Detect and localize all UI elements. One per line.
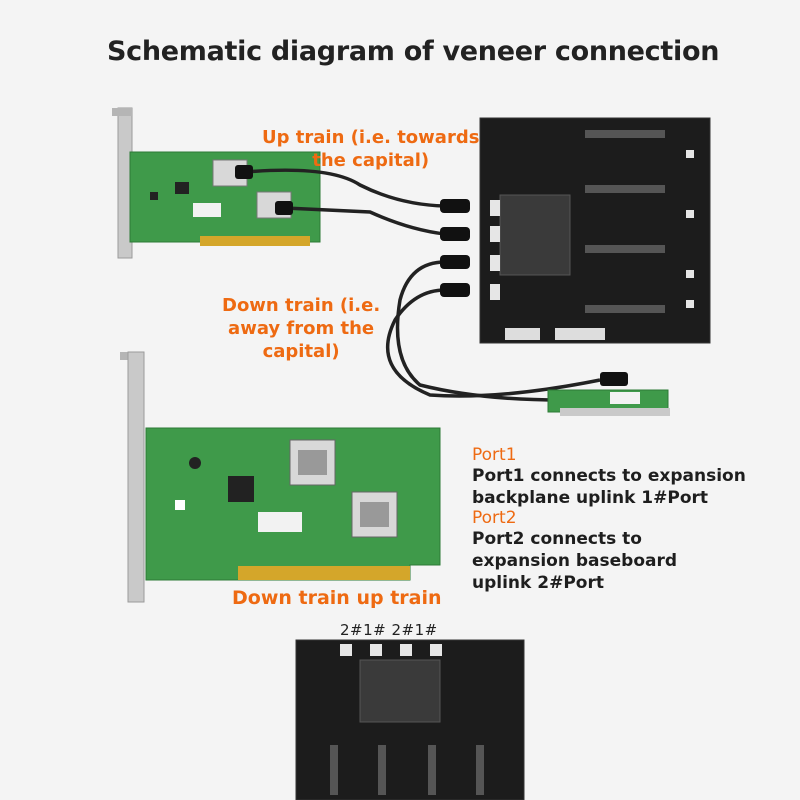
large-card-chip xyxy=(228,476,254,502)
port2-desc-line-1: Port2 connects to xyxy=(472,529,642,549)
baseboard-heatsink xyxy=(359,659,441,723)
diagram-title: Schematic diagram of veneer connection xyxy=(107,36,720,67)
cable-plugs xyxy=(235,165,470,297)
port1-title: Port1 xyxy=(472,445,517,465)
bottom-baseboard xyxy=(295,639,525,800)
large-card-gold-fingers xyxy=(238,566,410,580)
backplane-heatsink xyxy=(499,194,571,276)
large-card-bracket xyxy=(127,351,145,603)
port2-desc-line-2: expansion baseboard xyxy=(472,551,678,571)
port2-description: Port2 connects to expansion baseboard up… xyxy=(472,528,677,594)
large-adapter-card xyxy=(120,351,441,603)
up-train-line-2: the capital) xyxy=(312,150,430,171)
port-number-labels: 2#1# 2#1# xyxy=(340,621,438,639)
down-train-line-2: away from the xyxy=(228,318,375,339)
down-train-line-1: Down train (i.e. xyxy=(222,295,381,316)
top-card-gold-fingers xyxy=(200,236,310,246)
up-train-line-1: Up train (i.e. towards xyxy=(262,127,480,148)
port1-desc-line-2: backplane uplink 1#Port xyxy=(472,488,709,508)
up-train-label: Up train (i.e. towards the capital) xyxy=(262,126,479,172)
small-adapter-module xyxy=(547,372,670,416)
down-train-label: Down train (i.e. away from the capital) xyxy=(222,294,380,363)
top-backplane xyxy=(479,117,711,344)
port1-description: Port1 connects to expansion backplane up… xyxy=(472,465,746,509)
large-card-pcb xyxy=(145,427,441,581)
port2-title: Port2 xyxy=(472,508,517,528)
cables xyxy=(244,168,601,402)
down-train-line-3: capital) xyxy=(262,341,340,362)
port1-desc-line-1: Port1 connects to expansion xyxy=(472,466,746,486)
down-up-train-label: Down train up train xyxy=(232,587,442,609)
port2-desc-line-3: uplink 2#Port xyxy=(472,573,604,593)
